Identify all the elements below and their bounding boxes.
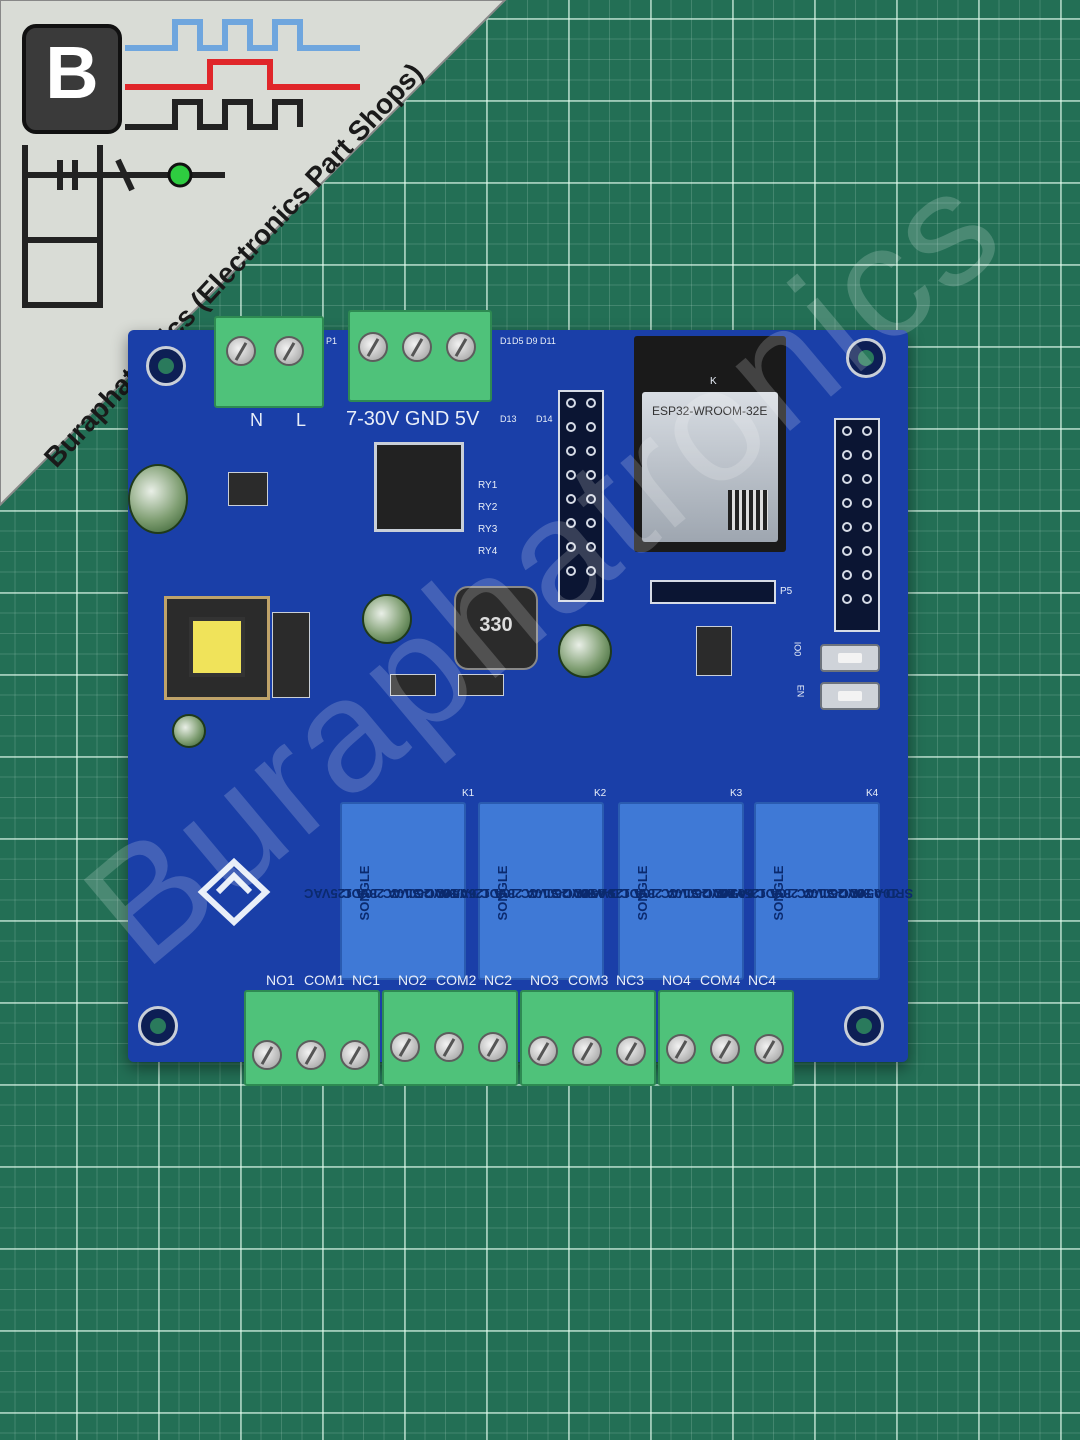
- io0-label: IO0: [792, 641, 803, 657]
- terminal-out-3: [520, 990, 656, 1086]
- ry3-label: RY3: [478, 524, 498, 535]
- t2-nc-label: NC2: [484, 972, 513, 988]
- screw[interactable]: [226, 336, 256, 366]
- t2-com-label: COM2: [436, 972, 477, 988]
- led-label: D11: [540, 336, 556, 346]
- ry2-label: RY2: [478, 502, 498, 513]
- t2-no-label: NO2: [398, 972, 427, 988]
- led-label: D13: [500, 414, 517, 424]
- inductor-value: 330: [479, 614, 513, 636]
- relay-label-k3: K3: [730, 788, 743, 799]
- t4-nc-label: NC4: [748, 972, 777, 988]
- screw[interactable]: [434, 1032, 464, 1062]
- t3-no-label: NO3: [530, 972, 559, 988]
- t3-com-label: COM3: [568, 972, 609, 988]
- mount-hole: [844, 1006, 884, 1046]
- io0-button[interactable]: [820, 644, 880, 672]
- mount-hole: [138, 1006, 178, 1046]
- screw[interactable]: [340, 1040, 370, 1070]
- esp32-module: ESP32-WROOM-32E K: [634, 336, 786, 552]
- screw[interactable]: [446, 332, 476, 362]
- terminal-dc-input: [348, 310, 492, 402]
- terminal-ac-input: [214, 316, 324, 408]
- p5-label: P5: [780, 586, 793, 597]
- screw[interactable]: [528, 1036, 558, 1066]
- pin-header-p5: [650, 580, 776, 604]
- smd-d8: [458, 674, 504, 696]
- t1-no-label: NO1: [266, 972, 295, 988]
- t1-nc-label: NC1: [352, 972, 381, 988]
- screw[interactable]: [754, 1034, 784, 1064]
- screw[interactable]: [478, 1032, 508, 1062]
- smd-resistors: [272, 612, 310, 698]
- led-label: D5: [512, 336, 524, 346]
- capacitor-c8: [362, 594, 412, 644]
- led-label: D1: [500, 336, 512, 346]
- capacitor-c1: [128, 464, 188, 534]
- shop-logo-letter: B: [45, 31, 99, 114]
- relay-label-k1: K1: [462, 788, 475, 799]
- led-label: D9: [526, 336, 538, 346]
- smd-d7: [390, 674, 436, 696]
- screw[interactable]: [296, 1040, 326, 1070]
- transformer-core: [189, 617, 245, 677]
- t4-com-label: COM4: [700, 972, 741, 988]
- mount-hole: [846, 338, 886, 378]
- module-shield: ESP32-WROOM-32E: [642, 392, 778, 542]
- pin-header-left: [558, 390, 604, 602]
- screw[interactable]: [710, 1034, 740, 1064]
- screw[interactable]: [616, 1036, 646, 1066]
- capacitor-small: [172, 714, 206, 748]
- manufacturer-logo-icon: [197, 857, 271, 927]
- t3-nc-label: NC3: [616, 972, 645, 988]
- screw[interactable]: [252, 1040, 282, 1070]
- screw[interactable]: [358, 332, 388, 362]
- inductor: 330: [454, 586, 538, 670]
- screw[interactable]: [402, 332, 432, 362]
- capacitor-c7: [558, 624, 612, 678]
- module-mark: K: [710, 376, 717, 387]
- screw[interactable]: [274, 336, 304, 366]
- terminal-out-4: [658, 990, 794, 1086]
- relay-label-k4: K4: [866, 788, 879, 799]
- terminal-out-2: [382, 990, 518, 1086]
- screw[interactable]: [666, 1034, 696, 1064]
- pin-header-right: [834, 418, 880, 632]
- smd-u4: [696, 626, 732, 676]
- regulator-u3: [374, 442, 464, 532]
- qr-code-icon: [728, 490, 768, 530]
- en-label: EN: [795, 684, 806, 698]
- p1-label: P1: [326, 336, 338, 346]
- screw[interactable]: [390, 1032, 420, 1062]
- screw[interactable]: [572, 1036, 602, 1066]
- led-label: D14: [536, 414, 553, 424]
- ry1-label: RY1: [478, 480, 498, 491]
- mount-hole: [146, 346, 186, 386]
- module-name: ESP32-WROOM-32E: [652, 404, 768, 418]
- en-button[interactable]: [820, 682, 880, 710]
- dc-in-label: 7-30V GND 5V: [346, 408, 480, 430]
- relay-board: ESP32-WROOM-32E K P5 P1 D1 D5 D9 D11 D13…: [128, 330, 913, 1062]
- shop-logo: B: [22, 24, 122, 134]
- terminal-out-1: [244, 990, 380, 1086]
- power-in-l-label: L: [296, 410, 307, 430]
- t4-no-label: NO4: [662, 972, 691, 988]
- smd-u2: [228, 472, 268, 506]
- transformer-t1: [164, 596, 270, 700]
- t1-com-label: COM1: [304, 972, 345, 988]
- ry4-label: RY4: [478, 546, 498, 557]
- power-in-n-label: N: [250, 410, 263, 430]
- relay-label-k2: K2: [594, 788, 607, 799]
